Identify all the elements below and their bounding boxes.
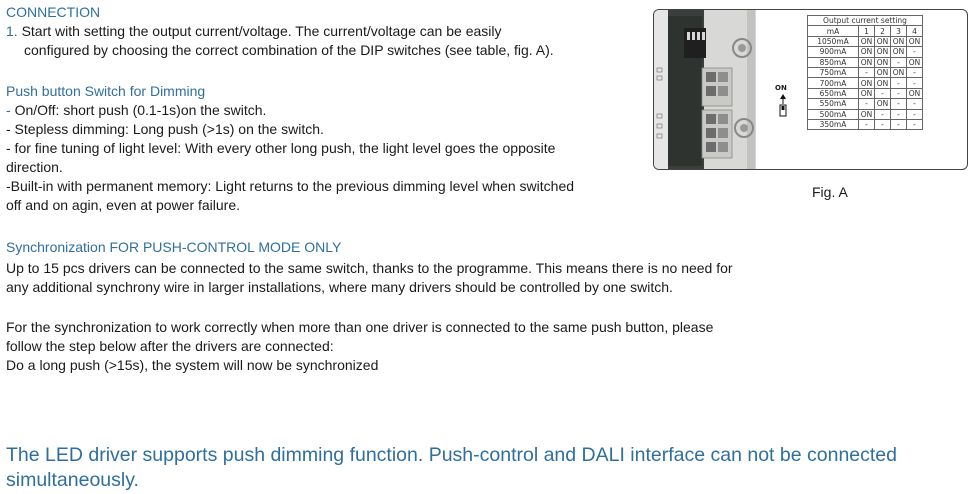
push-item-2: - Stepless dimming: Long push (>1s) on t… [6, 121, 324, 137]
table-cell: - [890, 98, 907, 110]
table-cell: ON [858, 87, 875, 100]
table-cell: 1050mA [807, 35, 859, 48]
push-item-1: - On/Off: short push (0.1-1s)on the swit… [6, 101, 574, 120]
table-cell: 650mA [807, 87, 859, 100]
table-cell: ON [890, 66, 907, 79]
table-cell: - [890, 108, 907, 120]
step-number: 1. [6, 23, 18, 39]
dali-note-line-2: simultaneously. [6, 469, 139, 491]
table-cell: ON [874, 77, 891, 89]
push-button-list: - On/Off: short push (0.1-1s)on the swit… [6, 101, 574, 215]
table-cell: ON [874, 98, 891, 110]
table-cell: - [906, 98, 923, 110]
table-cell: ON [874, 35, 891, 48]
table-row: 900mA ON ON ON - [807, 46, 923, 58]
table-cell: ON [858, 56, 875, 68]
table-row: 650mA ON - - ON [807, 87, 923, 100]
table-cell: - [890, 118, 907, 131]
table-title: Output current setting [807, 14, 923, 27]
table-header: 4 [906, 25, 923, 37]
table-header: 1 [858, 25, 875, 37]
sync-para-2-line-3: Do a long push (>15s), the system will n… [6, 357, 379, 373]
table-cell: ON [906, 56, 923, 68]
table-cell: - [874, 118, 891, 131]
table-cell: - [906, 77, 923, 89]
table-cell: 850mA [807, 56, 859, 68]
push-item-3: - for fine tuning of light level: With e… [6, 140, 556, 156]
switch-on-label: ON [775, 84, 787, 92]
sync-para-1-line-2: any additional synchrony wire in larger … [6, 279, 673, 295]
table-cell: 550mA [807, 98, 859, 110]
table-cell: ON [874, 46, 891, 58]
sync-para-1-line-1: Up to 15 pcs drivers can be connected to… [6, 260, 733, 276]
table-cell: - [858, 66, 875, 79]
table-cell: - [906, 108, 923, 120]
table-cell: ON [890, 46, 907, 58]
table-cell: ON [906, 35, 923, 48]
step-line-1: Start with setting the output current/vo… [21, 23, 502, 39]
table-row: 750mA - ON ON - [807, 66, 923, 79]
table-row: 1050mA ON ON ON ON [807, 35, 923, 48]
push-button-heading: Push button Switch for Dimming [6, 83, 206, 99]
table-cell: - [890, 87, 907, 100]
table-cell: ON [858, 77, 875, 89]
table-cell: 750mA [807, 66, 859, 79]
connection-step: 1. Start with setting the output current… [6, 22, 554, 60]
table-row: 500mA ON - - - [807, 108, 923, 120]
table-cell: - [858, 98, 875, 110]
step-line-2: configured by choosing the correct combi… [24, 42, 554, 58]
table-cell: ON [906, 87, 923, 100]
table-cell: ON [874, 66, 891, 79]
table-cell: 900mA [807, 46, 859, 58]
push-item-6: off and on agin, even at power failure. [6, 197, 241, 213]
table-row: 850mA ON ON - ON [807, 56, 923, 68]
table-cell: ON [890, 35, 907, 48]
sync-para-2-line-1: For the synchronization to work correctl… [6, 319, 714, 335]
output-current-table: Output current setting mA 1 2 3 4 1050mA… [807, 14, 923, 131]
table-cell: ON [858, 46, 875, 58]
sync-para-1: Up to 15 pcs drivers can be connected to… [6, 259, 733, 297]
push-item-1-text: On/Off: short push (0.1-1s)on the switch… [14, 102, 267, 118]
table-row: 550mA - ON - - [807, 98, 923, 110]
table-cell: - [858, 118, 875, 131]
table-cell: 500mA [807, 108, 859, 120]
table-cell: - [906, 46, 923, 58]
connection-heading: CONNECTION [6, 4, 101, 20]
table-header: 3 [890, 25, 907, 37]
table-cell: ON [858, 35, 875, 48]
figure-a: ON Output current setting mA 1 2 3 4 105… [653, 9, 968, 170]
table-row: 700mA ON ON - - [807, 77, 923, 89]
table-header: 2 [874, 25, 891, 37]
table-cell: ON [874, 56, 891, 68]
table-header: mA [807, 25, 859, 37]
push-item-4: direction. [6, 159, 63, 175]
table-cell: 350mA [807, 118, 859, 131]
table-cell: ON [858, 108, 875, 120]
table-header-row: mA 1 2 3 4 [807, 25, 923, 37]
table-cell: - [890, 77, 907, 89]
table-cell: - [890, 56, 907, 68]
table-cell: - [906, 66, 923, 79]
table-cell: - [906, 118, 923, 131]
table-row: 350mA - - - - [807, 118, 923, 131]
sync-para-2: For the synchronization to work correctl… [6, 318, 713, 375]
sync-para-2-line-2: follow the step below after the drivers … [6, 338, 334, 354]
dali-note: The LED driver supports push dimming fun… [6, 443, 968, 493]
push-item-5: -Built-in with permanent memory: Light r… [6, 178, 575, 194]
dali-note-line-1: The LED driver supports push dimming fun… [6, 444, 897, 466]
table-cell: - [874, 108, 891, 120]
table-cell: 700mA [807, 77, 859, 89]
driver-photo [654, 10, 787, 169]
figure-caption: Fig. A [812, 184, 848, 200]
push-item-1-dash: - [6, 102, 11, 118]
table-cell: - [874, 87, 891, 100]
table-title-row: Output current setting [807, 14, 923, 27]
sync-heading: Synchronization FOR PUSH-CONTROL MODE ON… [6, 239, 342, 255]
